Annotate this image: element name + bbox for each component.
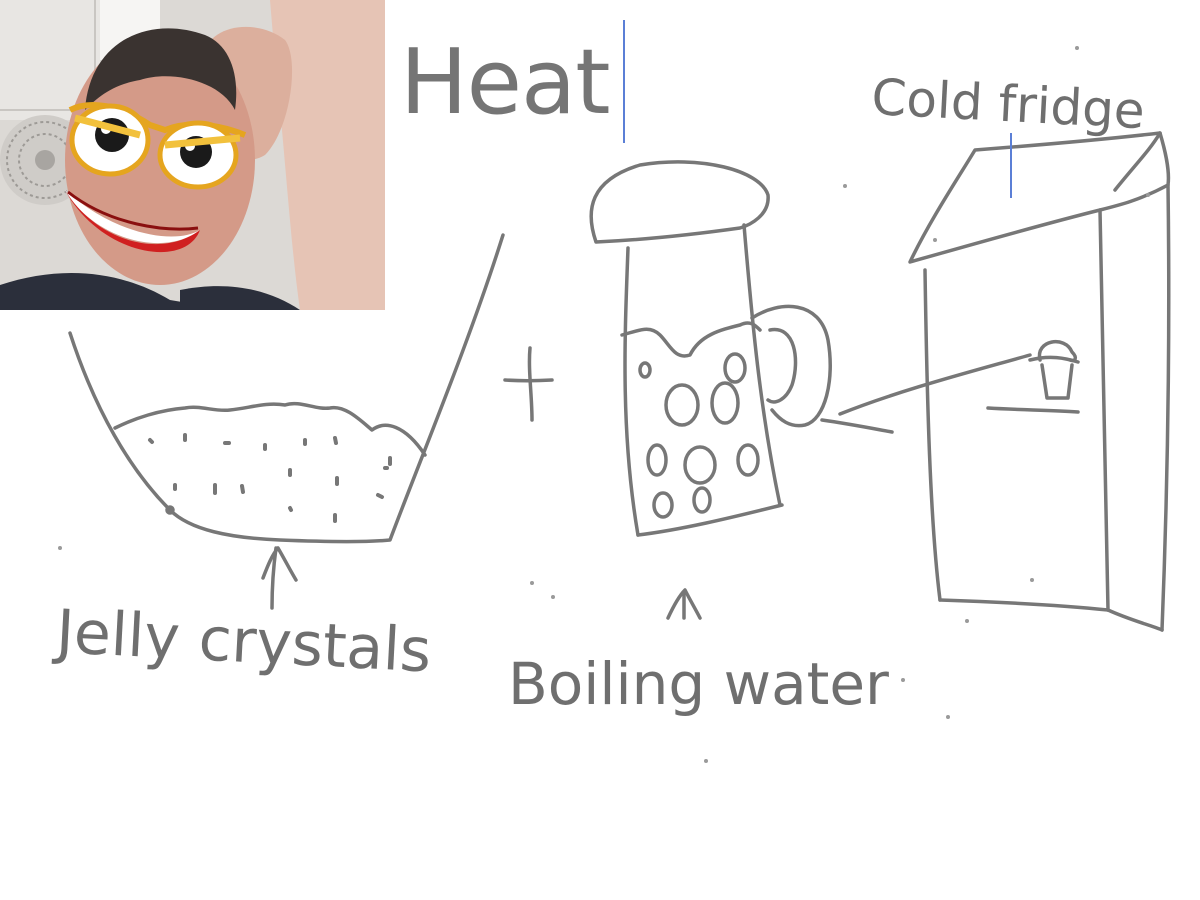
cartoon-glasses-sticker-icon <box>68 102 247 190</box>
kettle-drawing <box>589 160 832 537</box>
plus-sign-drawing <box>503 346 554 422</box>
stray-dots <box>58 46 1150 763</box>
text-cursor-heat <box>623 20 625 143</box>
label-heat: Heat <box>400 30 610 135</box>
label-cold-fridge: Cold fridge <box>870 68 1147 141</box>
label-jelly-crystals: Jelly crystals <box>54 597 433 687</box>
photo-illustration <box>0 0 385 310</box>
label-boiling-water: Boiling water <box>508 650 889 718</box>
arrow-to-boiling-water <box>666 588 702 620</box>
cartoon-smile-sticker-icon <box>65 190 200 253</box>
fridge-drawing <box>820 131 1171 632</box>
text-cursor-fridge <box>1010 133 1012 198</box>
arrow-to-jelly-crystals <box>261 546 298 610</box>
selfie-photo <box>0 0 385 310</box>
bowl-drawing <box>68 233 505 544</box>
